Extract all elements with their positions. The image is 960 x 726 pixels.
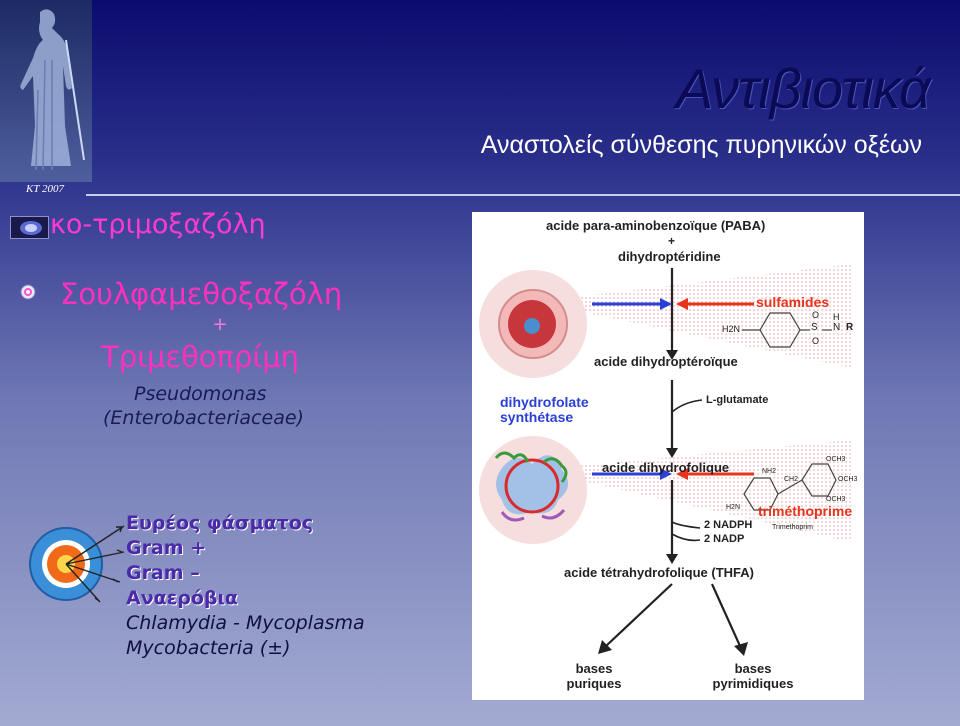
- formula-o-bottom: O: [812, 336, 820, 346]
- formula-n: N: [833, 322, 841, 333]
- circle-bullet-icon: [20, 284, 36, 300]
- plus-sign: +: [212, 314, 228, 335]
- drug-name: κο-τριμοξαζόλη: [50, 209, 266, 240]
- formula-r: R: [846, 322, 854, 333]
- spectrum-gram-positive: Gram +: [126, 537, 207, 559]
- folate-pathway-diagram: acide para-aminobenzoïque (PABA) + dihyd…: [472, 212, 864, 700]
- author-signature: KT 2007: [26, 183, 65, 195]
- label-bases-pyrimidiques: bases pyrimidiques: [712, 661, 794, 691]
- label-synthetase: dihydrofolate synthétase: [500, 394, 589, 425]
- spectrum-chlamydia-mycoplasma: Chlamydia - Mycoplasma: [126, 612, 365, 634]
- organism-enterobacteriaceae: (Enterobacteriaceae): [103, 407, 304, 429]
- formula-nh2-top: NH2: [762, 468, 777, 475]
- athena-statue-image: [0, 0, 92, 182]
- formula-h2n-bottom: H2N: [726, 504, 741, 511]
- bullet-image-icon: [10, 216, 49, 239]
- trimethoprim-beam: [534, 440, 852, 542]
- label-bases-puriques: bases puriques: [566, 661, 622, 691]
- label-nadp: 2 NADP: [704, 533, 745, 545]
- slide-subtitle: Αναστολείς σύνθεσης πυρηνικών οξέων: [480, 131, 922, 159]
- title-divider: [86, 194, 960, 196]
- slide-title: Αντιβιοτικά: [675, 57, 931, 120]
- spectrum-mycobacteria: Mycobacteria (±): [126, 637, 291, 659]
- formula-o-top: O: [812, 310, 820, 320]
- formula-ch2: CH2: [784, 476, 799, 483]
- label-nadph: 2 NADPH: [704, 519, 753, 531]
- label-trimethoprim-caption: Trimethoprim: [772, 524, 813, 531]
- sulfonamide-beam: [534, 264, 852, 368]
- label-sulfamides: sulfamides: [756, 294, 830, 310]
- label-dihydrofolique: acide dihydrofolique: [602, 460, 730, 475]
- label-dihydropteroique: acide dihydroptéroïque: [594, 354, 738, 369]
- label-plus: +: [668, 234, 676, 248]
- pathway-graphics: [479, 264, 852, 656]
- formula-och3-2: OCH3: [838, 476, 858, 483]
- label-thfa: acide tétrahydrofolique (THFA): [564, 565, 754, 580]
- spectrum-broad: Ευρέος φάσματος: [126, 512, 314, 534]
- label-l-glutamate: L-glutamate: [706, 394, 769, 406]
- spectrum-gram-negative: Gram –: [126, 562, 200, 584]
- formula-h: H: [833, 312, 840, 322]
- label-dihydropteridine: dihydroptéridine: [618, 249, 721, 264]
- spectrum-anaerobes: Αναερόβια: [126, 587, 238, 609]
- formula-h2n: H2N: [722, 324, 741, 334]
- organism-pseudomonas: Pseudomonas: [134, 383, 267, 405]
- component-sulfamethoxazole: Σουλφαμεθοξαζόλη: [60, 277, 343, 311]
- formula-s: S: [811, 322, 818, 333]
- target-icon: [29, 525, 125, 603]
- label-paba: acide para-aminobenzoïque (PABA): [546, 218, 766, 233]
- label-trimethoprime: triméthoprime: [758, 503, 853, 519]
- component-trimethoprim: Τριμεθοπρίμη: [101, 340, 300, 374]
- formula-och3-3: OCH3: [826, 496, 846, 503]
- formula-och3-1: OCH3: [826, 456, 846, 463]
